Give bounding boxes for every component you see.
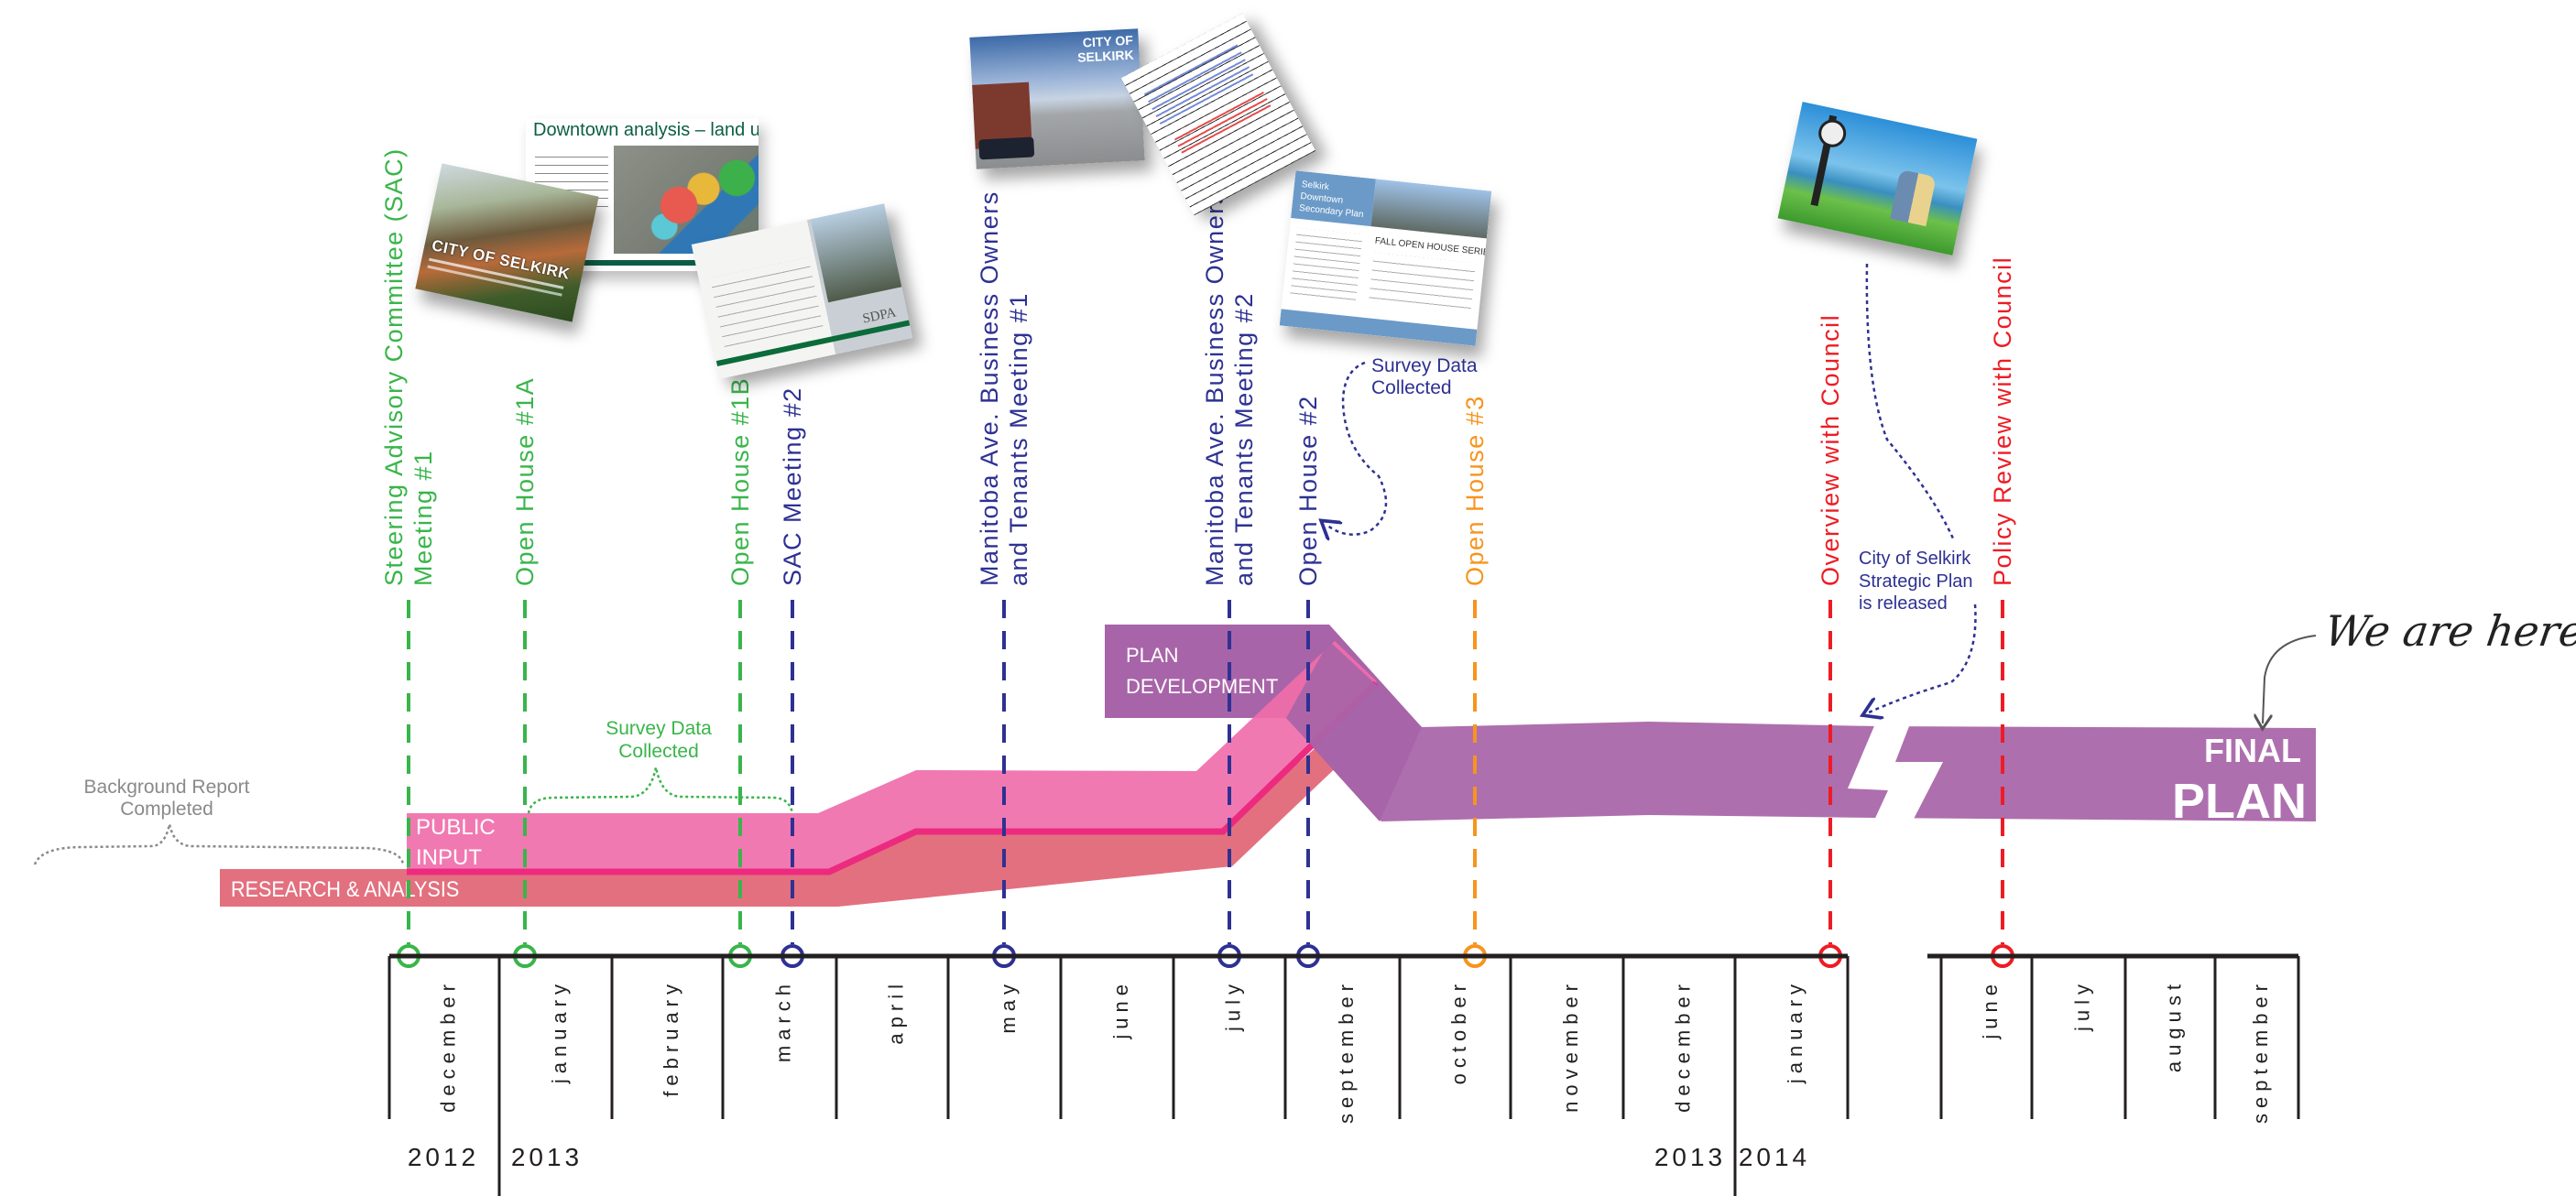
flyer-body-text bbox=[1368, 252, 1476, 315]
event-label: SAC Meeting #2 bbox=[779, 386, 806, 586]
month-label: june bbox=[1979, 979, 2002, 1040]
month-label: january bbox=[548, 979, 571, 1084]
month-label: january bbox=[1784, 979, 1806, 1084]
timeline-break-icon bbox=[1848, 722, 1943, 826]
event-label: Manitoba Ave. Business Owners bbox=[976, 190, 1003, 586]
slide-title: Downtown analysis – land use bbox=[533, 120, 759, 140]
month-label: october bbox=[1447, 979, 1470, 1084]
strategic-plan-text-2: Strategic Plan bbox=[1859, 571, 1973, 592]
research-analysis-band bbox=[220, 689, 1400, 907]
event-label: and Tenants Meeting #2 bbox=[1230, 292, 1258, 586]
plan-development-label-1: PLAN bbox=[1126, 644, 1178, 667]
survey-data-annotation-1: Survey Data Collected bbox=[527, 718, 794, 814]
event-label: Overview with Council bbox=[1817, 314, 1844, 586]
event-marker: Open House #3 bbox=[1461, 395, 1489, 968]
event-marker: Open House #2 bbox=[1294, 395, 1322, 968]
sac-card-title: CITY OF SELKIRK bbox=[430, 236, 572, 283]
month-label: july bbox=[1222, 979, 1245, 1032]
event-label: Steering Advisory Committee (SAC) bbox=[380, 147, 408, 586]
flyer-side-text bbox=[1289, 227, 1363, 306]
clock-icon bbox=[1816, 116, 1849, 150]
research-label: RESEARCH & ANALYSIS bbox=[231, 876, 459, 901]
event-marker: Policy Review with Council bbox=[1989, 256, 2016, 968]
phase-labels: RESEARCH & ANALYSIS PUBLIC INPUT PLAN DE… bbox=[231, 644, 2307, 901]
event-label: Open House #1B bbox=[726, 377, 754, 586]
month-label: april bbox=[885, 979, 908, 1045]
final-plan-label-2: PLAN bbox=[2172, 774, 2307, 829]
background-report-text-2: Completed bbox=[120, 799, 213, 820]
event-label: and Tenants Meeting #1 bbox=[1005, 292, 1032, 586]
event-marker: Steering Advisory Committee (SAC)Meeting… bbox=[380, 147, 437, 968]
strategic-plan-annotation: City of Selkirk Strategic Plan is releas… bbox=[1859, 263, 1977, 712]
event-marker: Overview with Council bbox=[1817, 314, 1844, 968]
background-report-annotation: Background Report Completed bbox=[33, 777, 405, 865]
year-label: 2014 bbox=[1739, 1143, 1810, 1171]
strategic-connector-top bbox=[1865, 263, 1955, 539]
flyer-header: Selkirk Downtown Secondary Plan bbox=[1291, 170, 1376, 227]
survey-connector-2 bbox=[1326, 361, 1388, 535]
plan-development-label-2: DEVELOPMENT bbox=[1126, 675, 1278, 698]
event-marker: SAC Meeting #2 bbox=[779, 386, 806, 968]
survey-data-annotation-2: Survey Data Collected bbox=[1326, 355, 1478, 535]
we-are-here-annotation: We are here! bbox=[2263, 606, 2576, 723]
month-label: september bbox=[2249, 979, 2272, 1124]
we-are-here-arrow bbox=[2263, 635, 2317, 723]
survey-brace-1 bbox=[527, 767, 794, 814]
month-label: december bbox=[437, 979, 460, 1113]
background-report-text-1: Background Report bbox=[84, 777, 250, 798]
final-plan-label-1: FINAL bbox=[2204, 732, 2301, 769]
public-input-label-1: PUBLIC bbox=[416, 815, 496, 840]
survey-data-text-1: Survey Data bbox=[606, 718, 712, 739]
month-label: september bbox=[1335, 979, 1358, 1124]
event-label: Policy Review with Council bbox=[1989, 256, 2016, 586]
public-input-band bbox=[407, 641, 1377, 872]
month-label: may bbox=[997, 979, 1020, 1034]
open-house-flyer-thumbnail: Selkirk Downtown Secondary Plan FALL OPE… bbox=[1279, 170, 1492, 346]
survey-data-text-2: Collected bbox=[618, 741, 699, 762]
year-label: 2013 bbox=[511, 1143, 583, 1171]
event-label: Open House #1A bbox=[511, 377, 539, 586]
background-brace bbox=[33, 823, 405, 865]
year-label: 2012 bbox=[408, 1143, 479, 1171]
event-markers: Steering Advisory Committee (SAC)Meeting… bbox=[380, 147, 2016, 968]
month-label: july bbox=[2071, 979, 2094, 1032]
sdpa-slide-text bbox=[709, 256, 824, 350]
month-label: november bbox=[1559, 979, 1582, 1113]
month-label: june bbox=[1109, 979, 1132, 1040]
public-input-label-2: INPUT bbox=[416, 845, 482, 870]
month-label: march bbox=[772, 979, 795, 1062]
street-title-2: SELKIRK bbox=[1076, 47, 1134, 65]
slide-stripe bbox=[559, 260, 759, 266]
event-marker: Open House #1A bbox=[511, 377, 539, 968]
event-label: Meeting #1 bbox=[409, 450, 437, 586]
strategic-connector-bottom bbox=[1869, 603, 1977, 712]
strategic-plan-text-3: is released bbox=[1859, 593, 1948, 614]
public-input-edge bbox=[407, 680, 1379, 875]
strategic-plan-text-1: City of Selkirk bbox=[1859, 549, 1971, 569]
couple-photo bbox=[1890, 169, 1937, 227]
final-plan-band bbox=[1286, 641, 2316, 821]
event-label: Open House #3 bbox=[1461, 395, 1489, 586]
month-label: december bbox=[1672, 979, 1695, 1113]
we-are-here-text: We are here! bbox=[2321, 606, 2576, 656]
survey-data-text-4: Collected bbox=[1371, 377, 1452, 398]
month-label: february bbox=[660, 979, 682, 1097]
month-label: august bbox=[2163, 979, 2186, 1072]
event-label: Manitoba Ave. Business Owners bbox=[1201, 190, 1228, 586]
truck bbox=[978, 136, 1035, 160]
phase-bands bbox=[220, 625, 2316, 907]
event-label: Open House #2 bbox=[1294, 395, 1322, 586]
timeline-axis: december january february march april may june… bbox=[387, 953, 2300, 1196]
survey-data-text-3: Survey Data bbox=[1371, 355, 1478, 376]
year-label: 2013 bbox=[1654, 1143, 1726, 1171]
